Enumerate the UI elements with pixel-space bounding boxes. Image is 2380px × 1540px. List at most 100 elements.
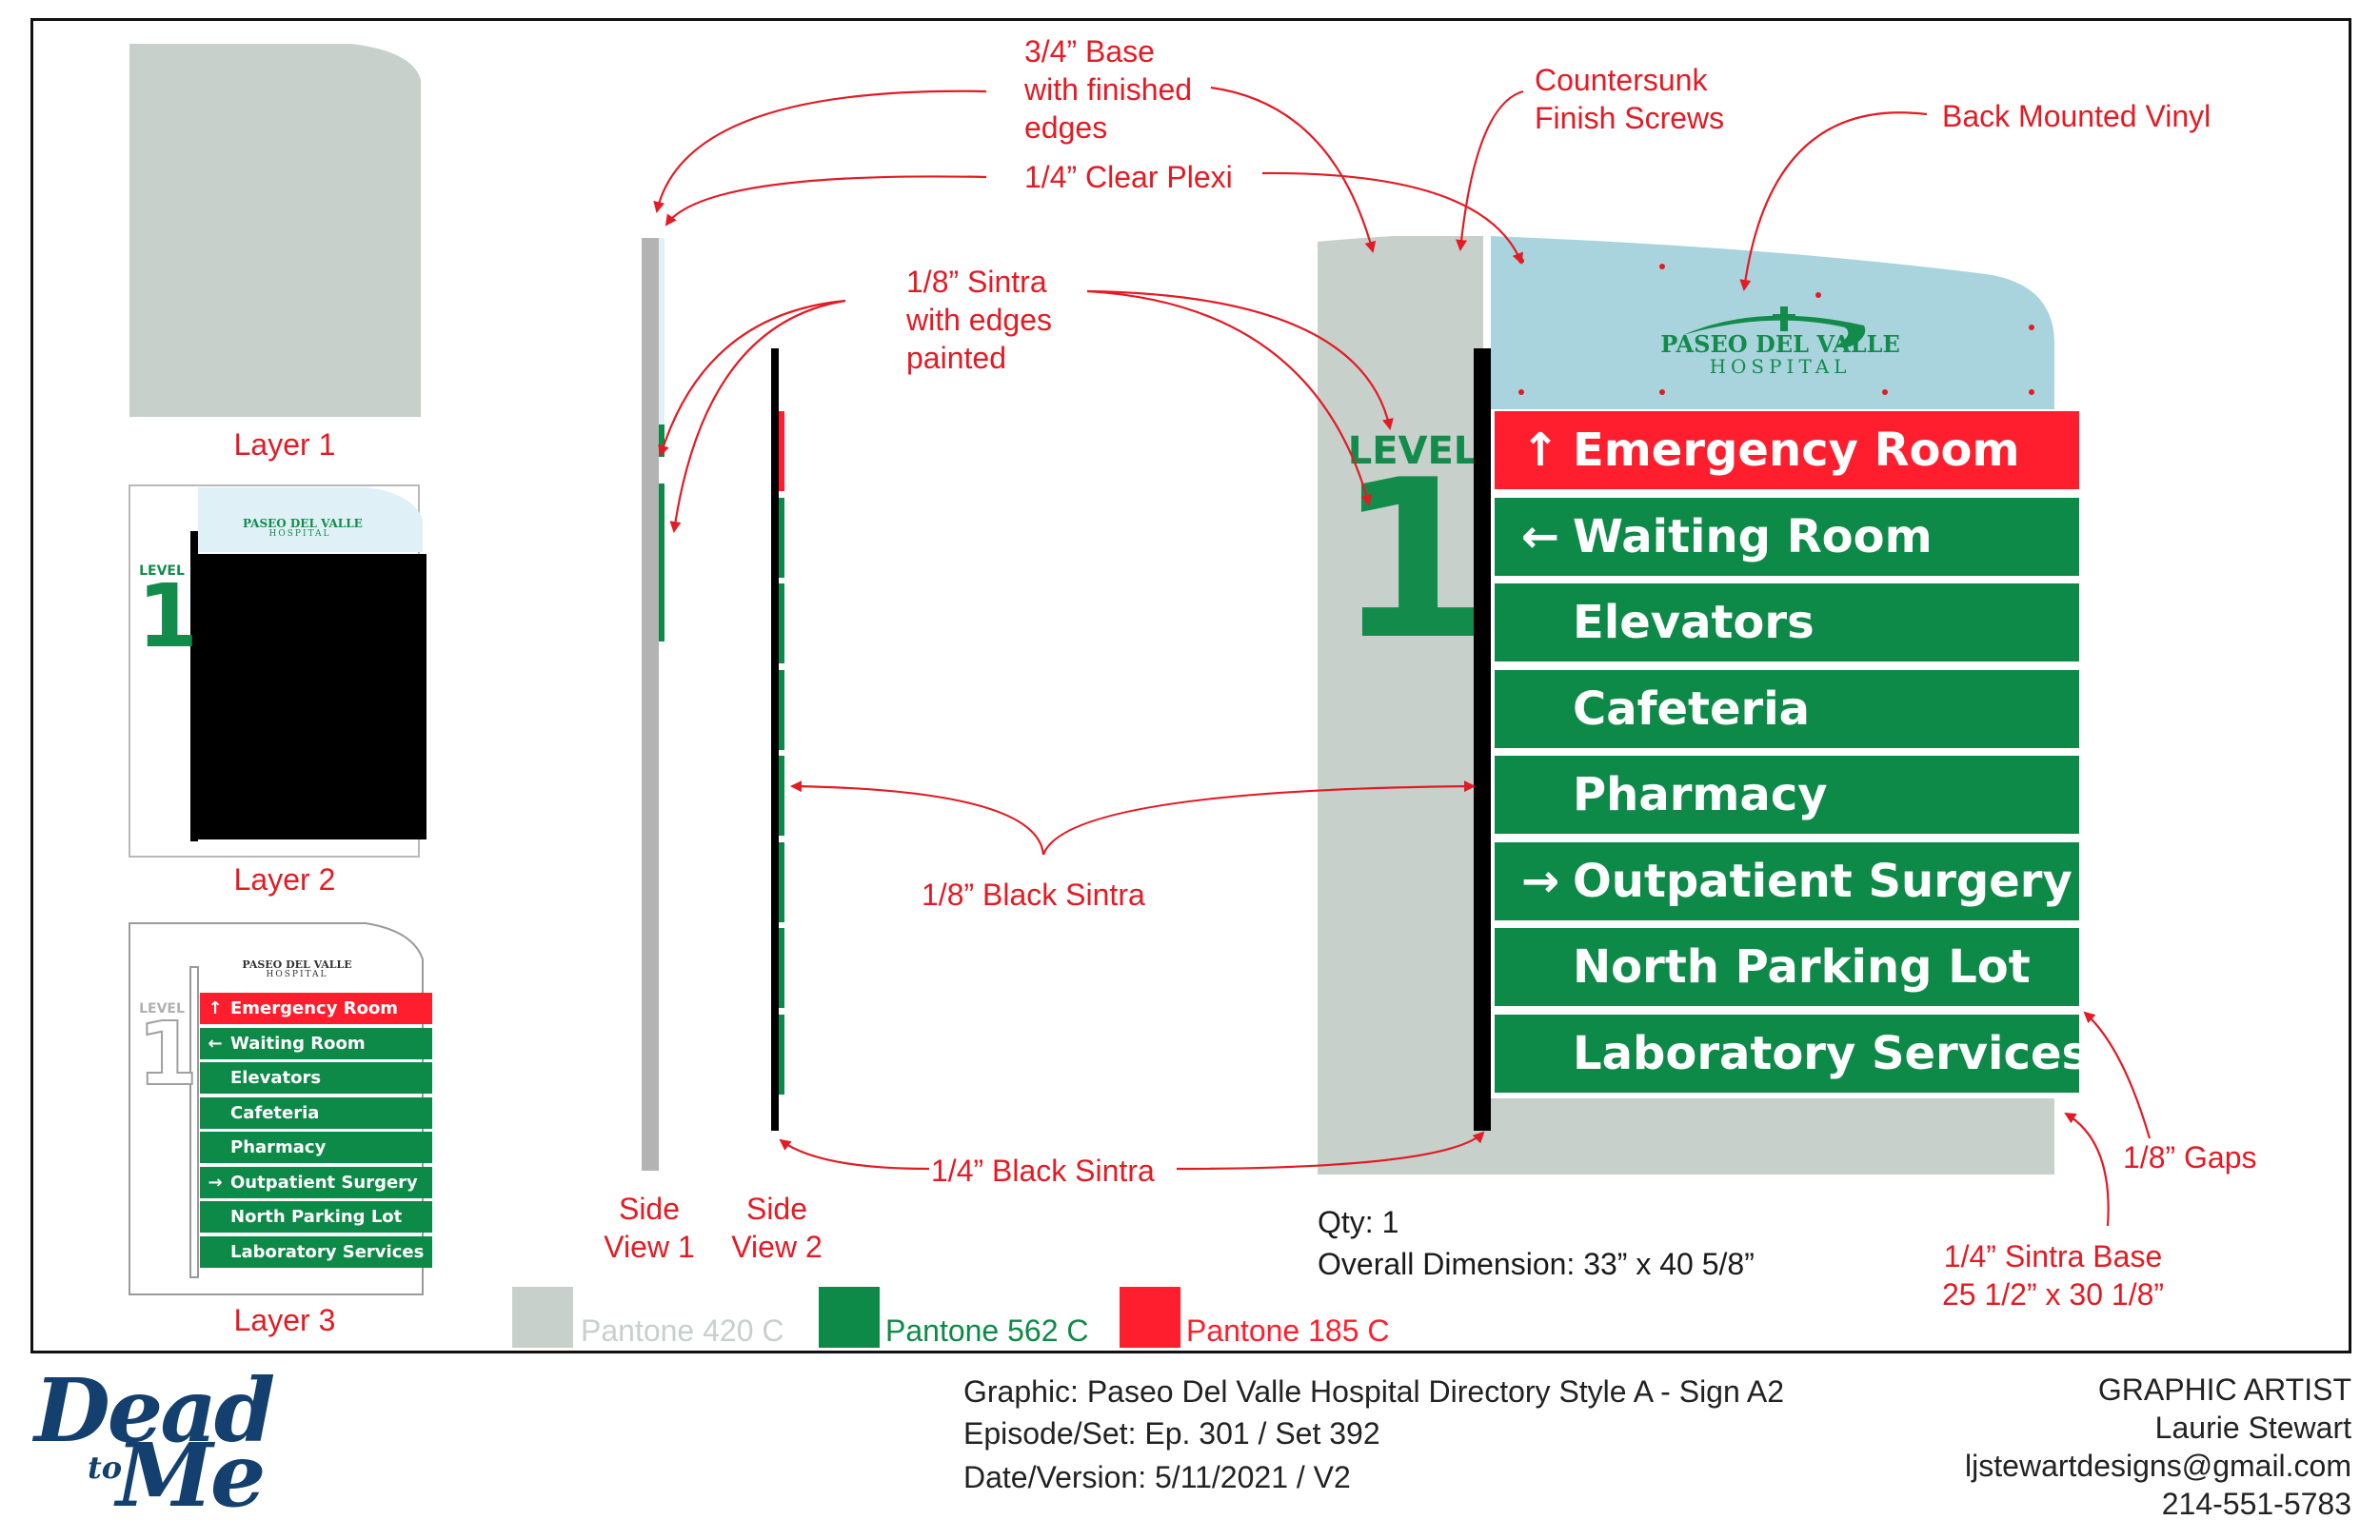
artist-title: GRAPHIC ARTIST [2097,1372,2351,1407]
annotation-black-sintra-eighth: 1/8” Black Sintra [922,878,1145,912]
mini-directory-row: Elevators [200,1062,432,1094]
logo-swoosh [1683,306,1866,348]
artist-email: ljstewartdesigns@gmail.com [1965,1449,2351,1483]
brand-to: to [88,1450,123,1486]
side-view2-label: Side View 2 [731,1192,823,1264]
artist-name: Laurie Stewart [2154,1411,2351,1445]
mini-row-label: Outpatient Surgery [230,1172,418,1193]
mini-row-arrow-icon: ↑ [208,998,223,1018]
annotation-countersunk: Countersunk Finish Screws [1535,63,1725,135]
directory-row: ←Waiting Room [1495,497,2079,576]
side-view1-sintra-red [659,424,664,457]
side-view1-label: Side View 1 [604,1192,695,1264]
annotation-back-mounted-vinyl: Back Mounted Vinyl [1942,99,2211,133]
directory-row-label: North Parking Lot [1573,940,2031,994]
annotation-base: 3/4” Base with finished edges [1024,34,1193,145]
swatch-pantone-562c-label: Pantone 562 C [885,1313,1089,1348]
brand-me: Me [116,1424,266,1527]
swatch-pantone-420c-label: Pantone 420 C [581,1313,784,1348]
directory-row: Pharmacy [1495,756,2079,834]
annotation-gaps: 1/8” Gaps [2123,1140,2257,1175]
side-view2-black-quarter [771,348,779,1131]
side-view2-segment [779,411,784,491]
side-view2-segment [779,583,784,663]
artist-block: GRAPHIC ARTIST Laurie Stewart ljstewartd… [1780,1371,2351,1523]
directory-row-arrow-icon: ← [1520,509,1560,563]
mini-directory-row: ← Waiting Room [200,1027,432,1059]
main-sign-plexi [1491,236,2054,413]
directory-row: North Parking Lot [1495,928,2079,1006]
mini-row-arrow-icon: ← [208,1033,223,1054]
mini-row-arrow-icon: → [208,1172,223,1193]
layer1-label: Layer 1 [233,427,336,462]
side-view2-segment [779,756,784,836]
annotation-black-sintra-quarter: 1/4” Black Sintra [931,1154,1155,1188]
directory-row-label: Pharmacy [1573,768,1828,821]
mini-row-label: Laboratory Services [230,1241,425,1262]
side-view1-base [642,238,659,1171]
swatch-pantone-185c-label: Pantone 185 C [1186,1313,1390,1348]
layer3-logo: PASEO DEL VALLE HOSPITAL [240,959,354,979]
mini-directory-row: Laboratory Services [200,1235,432,1268]
mini-directory-row: → Outpatient Surgery [200,1166,432,1198]
main-level-word: LEVEL [1347,429,1478,473]
mini-row-label: Emergency Room [230,998,399,1018]
mini-directory-row: Cafeteria [200,1096,432,1129]
layer2-logo-hospital: HOSPITAL [268,529,331,539]
swatch-pantone-185c [1120,1287,1180,1348]
side-view2-segment [779,841,784,922]
mini-row-label: Waiting Room [230,1033,366,1054]
directory-row: Elevators [1495,583,2079,661]
directory-row-label: Cafeteria [1573,681,1811,736]
overall-dimension-text: Overall Dimension: 33” x 40 5/8” [1318,1247,1755,1281]
directory-row: Laboratory Services [1495,1014,2089,1093]
directory-row-label: Waiting Room [1573,509,1933,563]
side-view2-segment [779,669,784,750]
side-view1-sintra-green [659,484,664,642]
mini-directory-row: Pharmacy [200,1132,432,1163]
layer1-panel [129,44,421,417]
side-view1-plexi [659,238,664,428]
directory-row-arrow-icon: → [1520,854,1560,908]
directory-row: ↑Emergency Room [1495,411,2079,489]
brand-logo: Dead to Me [34,1363,282,1525]
mini-row-label: North Parking Lot [230,1207,403,1227]
layer3-label: Layer 3 [233,1303,336,1337]
footer-date-version: Date/Version: 5/11/2021 / V2 [963,1460,1351,1494]
layer2-label: Layer 2 [233,862,336,897]
annotation-sintra-base: 1/4” Sintra Base 25 1/2” x 30 1/8” [1942,1239,2165,1312]
main-logo-name: PASEO DEL VALLE [1660,330,1900,358]
swatch-pantone-420c [512,1287,573,1348]
brand-dead: Dead [34,1359,275,1462]
mini-directory-row: North Parking Lot [200,1201,432,1233]
directory-row-arrow-icon: ↑ [1520,424,1560,477]
swatch-pantone-562c [819,1287,880,1348]
layer3-logo-hospital: HOSPITAL [266,970,328,979]
main-black-sintra [1474,348,1491,1131]
directory-row-label: Elevators [1573,596,1815,649]
directory-row: Cafeteria [1495,669,2079,748]
layer2-panel [129,484,426,858]
directory-row-label: Outpatient Surgery [1573,854,2073,908]
mini-row-label: Elevators [230,1068,322,1088]
layer2-logo-name: PASEO DEL VALLE [243,517,363,530]
drawing-frame [30,18,2351,1353]
side-view2-segment [779,497,784,578]
side-view2-segment [779,928,784,1008]
layer2-logo: PASEO DEL VALLE HOSPITAL [243,517,363,539]
main-logo: PASEO DEL VALLE HOSPITAL [1618,330,1942,378]
mini-row-label: Cafeteria [230,1102,320,1123]
footer-episode: Episode/Set: Ep. 301 / Set 392 [963,1416,1380,1451]
layer3-logo-name: PASEO DEL VALLE [242,958,352,971]
mini-row-label: Pharmacy [230,1137,327,1157]
footer-graphic: Graphic: Paseo Del Valle Hospital Direct… [963,1374,1785,1409]
directory-row-label: Emergency Room [1573,424,2020,477]
directory-row-label: Laboratory Services [1573,1026,2090,1080]
side-view2-segment [779,1014,784,1095]
annotation-sintra-eighth: 1/8” Sintra with edges painted [906,265,1052,375]
main-logo-hospital: HOSPITAL [1709,355,1852,378]
layer2-level-word: LEVEL [139,563,185,579]
layer3-level-word: LEVEL [139,1001,185,1017]
